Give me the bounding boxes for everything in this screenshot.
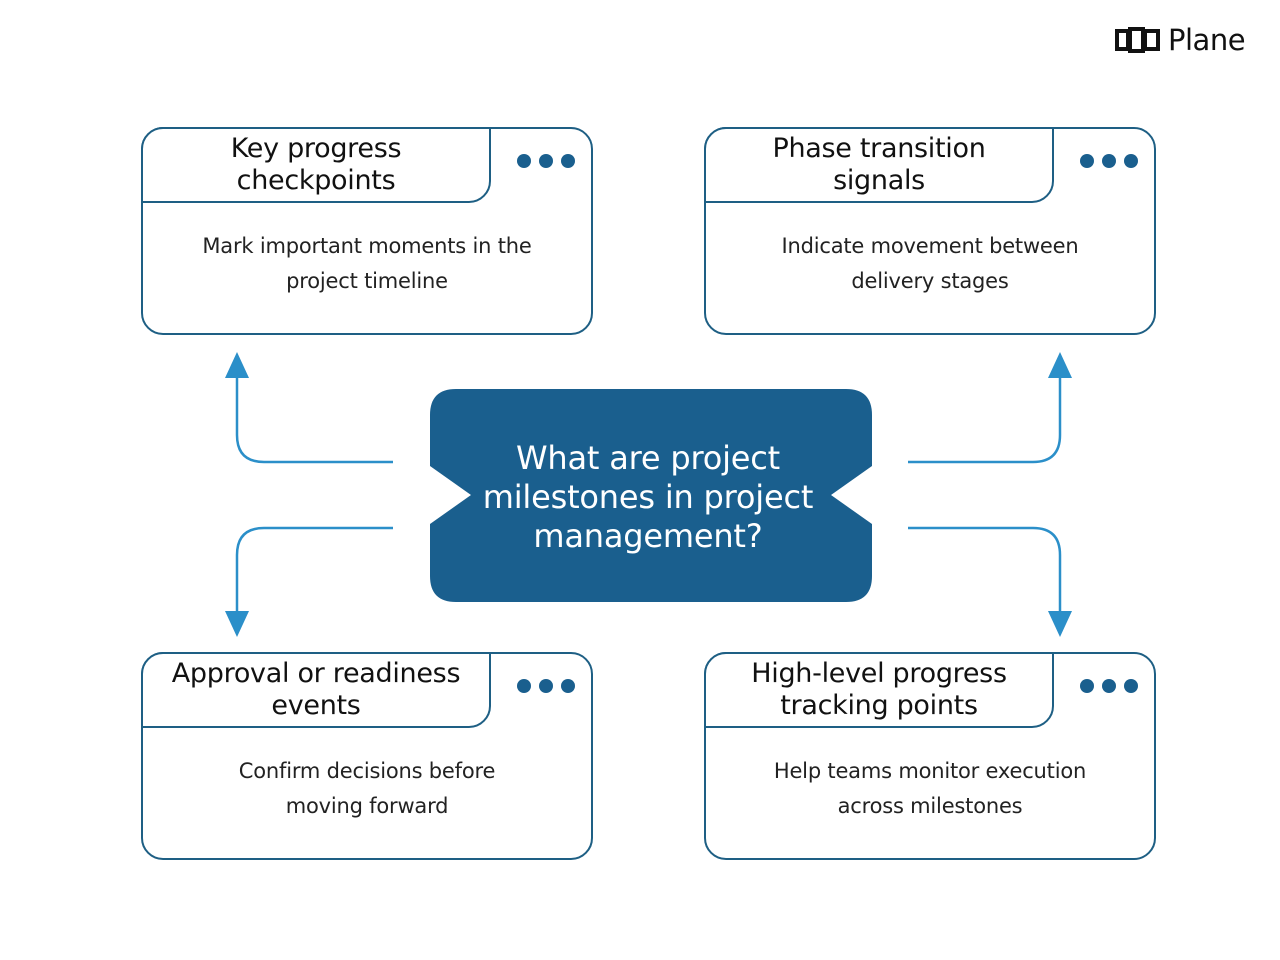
plane-logo-icon <box>1115 27 1160 53</box>
dot <box>1102 679 1116 693</box>
dot <box>561 154 575 168</box>
more-dots-icon <box>1080 153 1138 169</box>
arrow-up-right-icon <box>1048 352 1072 378</box>
dot <box>1080 154 1094 168</box>
card-title: High-level progress tracking points <box>751 658 1007 721</box>
connector-top-left <box>235 374 393 464</box>
dot <box>561 679 575 693</box>
milestone-card-key-progress: Key progress checkpoints Mark important … <box>141 127 593 335</box>
milestone-card-approval-readiness: Approval or readiness events Confirm dec… <box>141 652 593 860</box>
card-title-tab: Approval or readiness events <box>141 652 491 728</box>
dot <box>1124 679 1138 693</box>
card-description: Indicate movement between delivery stage… <box>781 234 1079 293</box>
card-title-tab: Phase transition signals <box>704 127 1054 203</box>
arrow-down-right-icon <box>1048 611 1072 637</box>
dot <box>1102 154 1116 168</box>
arrow-down-left-icon <box>225 611 249 637</box>
arrow-up-left-icon <box>225 352 249 378</box>
card-title: Approval or readiness events <box>171 658 461 721</box>
card-description: Mark important moments in the project ti… <box>202 234 532 293</box>
dot <box>1080 679 1094 693</box>
brand-logo: Plane <box>1114 22 1246 58</box>
more-dots-icon <box>1080 678 1138 694</box>
card-title-tab: High-level progress tracking points <box>704 652 1054 728</box>
card-title: Key progress checkpoints <box>230 133 402 196</box>
more-dots-icon <box>517 153 575 169</box>
connector-bottom-left <box>235 526 393 614</box>
connector-bottom-right <box>908 526 1062 614</box>
card-title-tab: Key progress checkpoints <box>141 127 491 203</box>
dot <box>1124 154 1138 168</box>
card-description: Help teams monitor execution across mile… <box>773 759 1087 818</box>
milestone-card-high-level-tracking: High-level progress tracking points Help… <box>704 652 1156 860</box>
center-question-text: What are project milestones in project m… <box>482 439 814 555</box>
brand-name: Plane <box>1168 23 1246 57</box>
dot <box>539 154 553 168</box>
more-dots-icon <box>517 678 575 694</box>
card-title: Phase transition signals <box>772 133 986 196</box>
milestone-card-phase-transition: Phase transition signals Indicate moveme… <box>704 127 1156 335</box>
card-description: Confirm decisions before moving forward <box>238 759 496 818</box>
dot <box>539 679 553 693</box>
dot <box>517 679 531 693</box>
center-question-shape <box>430 389 872 602</box>
connector-top-right <box>908 374 1062 464</box>
dot <box>517 154 531 168</box>
